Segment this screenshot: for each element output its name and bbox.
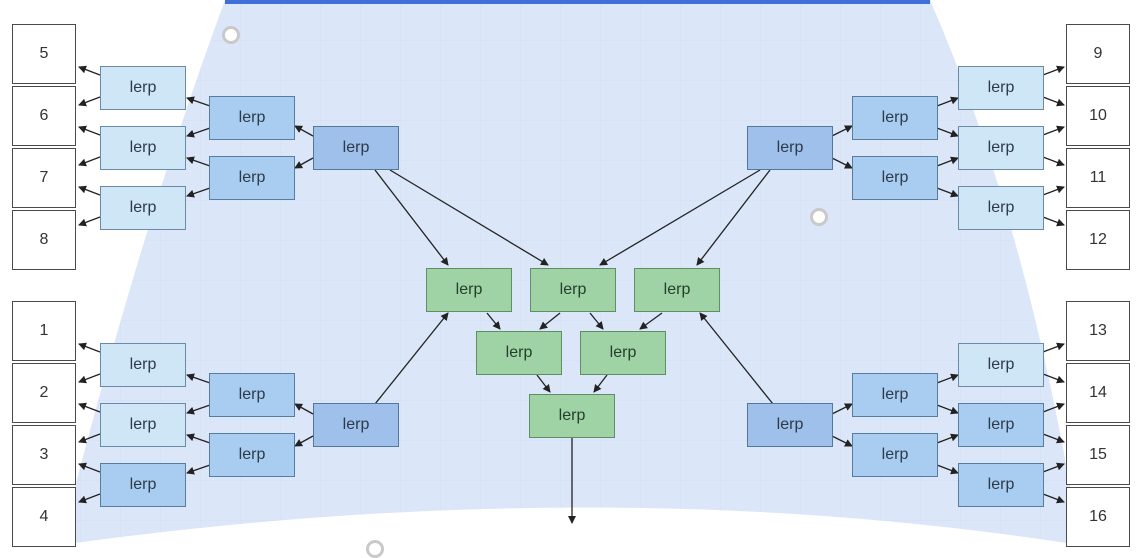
lerp-node-left-top-l3: lerp: [313, 126, 399, 170]
number-box-8: 8: [12, 210, 76, 270]
lerp-node-center-row2-b: lerp: [580, 331, 666, 375]
lerp-node-right-top-l1-c: lerp: [958, 186, 1044, 230]
lerp-node-center-row2-a: lerp: [476, 331, 562, 375]
lerp-node-left-top-l1-b: lerp: [100, 126, 186, 170]
number-box-16: 16: [1066, 487, 1130, 547]
lerp-node-right-bottom-l1-c: lerp: [958, 463, 1044, 507]
lerp-node-right-top-l1-b: lerp: [958, 126, 1044, 170]
lerp-node-center-row1-b: lerp: [530, 268, 616, 312]
lerp-node-center-row1-c: lerp: [634, 268, 720, 312]
lerp-node-center-row1-a: lerp: [426, 268, 512, 312]
number-box-10: 10: [1066, 86, 1130, 146]
handle-dot: [810, 208, 828, 226]
lerp-node-left-top-l2-a: lerp: [209, 96, 295, 140]
handle-dot: [222, 26, 240, 44]
number-box-11: 11: [1066, 148, 1130, 208]
lerp-node-right-top-l1-a: lerp: [958, 66, 1044, 110]
lerp-node-left-top-l1-a: lerp: [100, 66, 186, 110]
lerp-node-left-bottom-l1-c: lerp: [100, 463, 186, 507]
number-box-12: 12: [1066, 210, 1130, 270]
number-box-6: 6: [12, 86, 76, 146]
lerp-node-left-top-l1-c: lerp: [100, 186, 186, 230]
lerp-node-right-bottom-l1-b: lerp: [958, 403, 1044, 447]
number-box-13: 13: [1066, 301, 1130, 361]
lerp-node-center-output: lerp: [529, 394, 615, 438]
number-box-4: 4: [12, 487, 76, 547]
lerp-node-right-bottom-l2-a: lerp: [852, 373, 938, 417]
number-box-2: 2: [12, 363, 76, 423]
number-box-1: 1: [12, 301, 76, 361]
number-box-15: 15: [1066, 425, 1130, 485]
lerp-node-left-bottom-l3: lerp: [313, 403, 399, 447]
lerp-node-left-bottom-l1-b: lerp: [100, 403, 186, 447]
lerp-node-right-bottom-l3: lerp: [747, 403, 833, 447]
lerp-node-left-bottom-l2-b: lerp: [209, 433, 295, 477]
number-box-3: 3: [12, 425, 76, 485]
lerp-node-right-bottom-l2-b: lerp: [852, 433, 938, 477]
number-box-9: 9: [1066, 24, 1130, 84]
lerp-node-left-bottom-l1-a: lerp: [100, 343, 186, 387]
lerp-node-left-top-l2-b: lerp: [209, 156, 295, 200]
lerp-node-right-top-l2-a: lerp: [852, 96, 938, 140]
number-box-14: 14: [1066, 363, 1130, 423]
lerp-node-right-bottom-l1-a: lerp: [958, 343, 1044, 387]
lerp-node-left-bottom-l2-a: lerp: [209, 373, 295, 417]
lerp-node-right-top-l2-b: lerp: [852, 156, 938, 200]
number-box-7: 7: [12, 148, 76, 208]
lerp-node-right-top-l3: lerp: [747, 126, 833, 170]
number-box-5: 5: [12, 24, 76, 84]
